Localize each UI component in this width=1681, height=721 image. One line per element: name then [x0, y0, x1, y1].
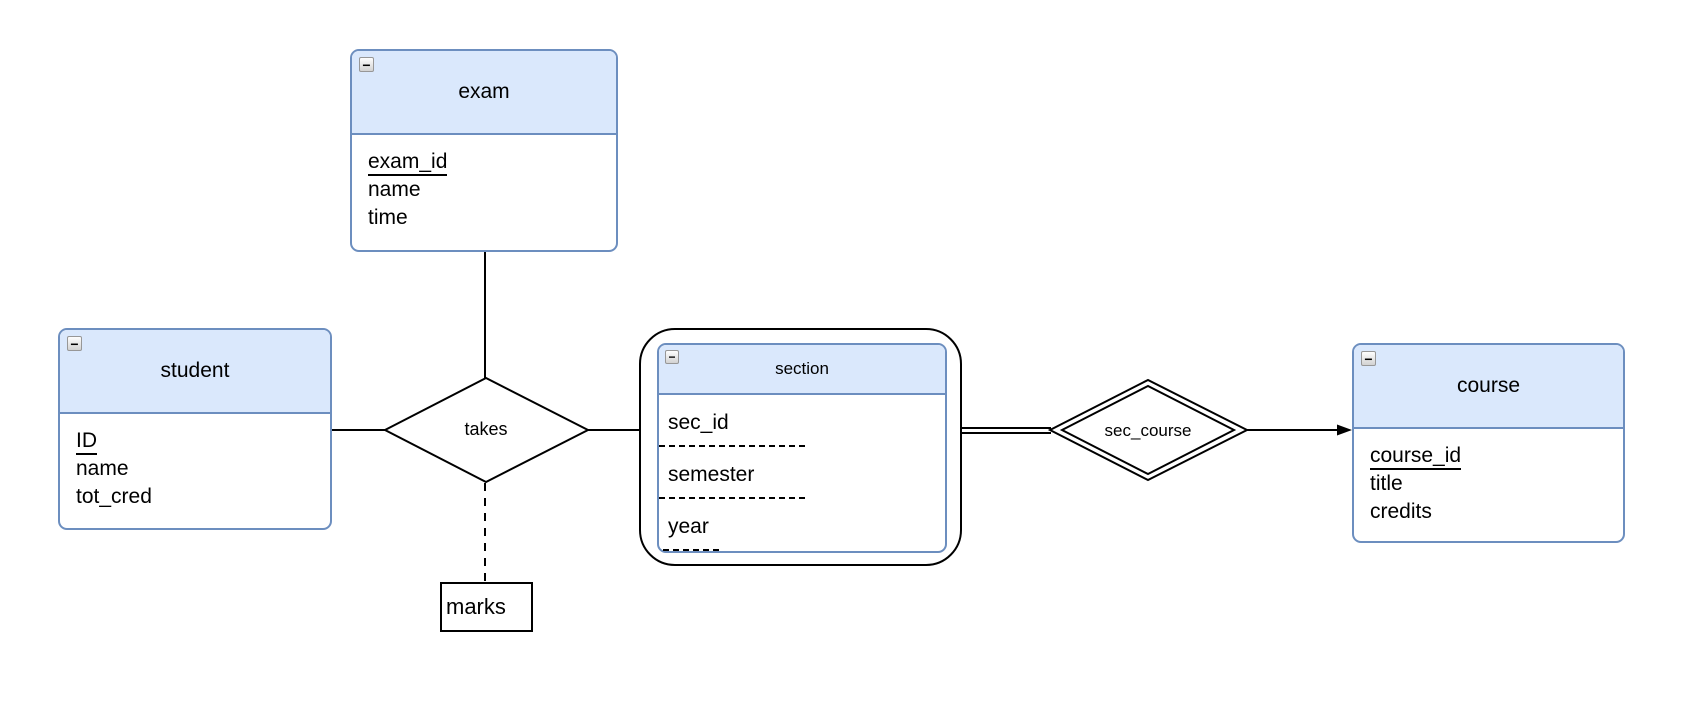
- entity-exam[interactable]: − exam exam_id name time: [350, 49, 618, 252]
- collapse-minus-icon[interactable]: −: [1361, 351, 1376, 366]
- entity-section-title: section: [775, 359, 829, 378]
- partial-key-dash: [659, 445, 805, 447]
- entity-student[interactable]: − student ID name tot_cred: [58, 328, 332, 530]
- attribute-student-tot-cred: tot_cred: [76, 485, 152, 508]
- entity-section-header: − section: [659, 345, 945, 395]
- arrowhead-icon: [1337, 424, 1352, 436]
- attribute-student-id: ID: [76, 429, 97, 455]
- attribute-node-marks-label: marks: [446, 594, 506, 619]
- entity-exam-body: exam_id name time: [352, 135, 616, 232]
- entity-student-body: ID name tot_cred: [60, 414, 330, 511]
- relationship-takes-diamond[interactable]: [382, 376, 591, 484]
- entity-section[interactable]: − section sec_id semester year: [657, 343, 947, 553]
- attribute-section-sec-id: sec_id: [668, 411, 729, 434]
- entity-course-body: course_id title credits: [1354, 429, 1623, 526]
- collapse-minus-icon[interactable]: −: [665, 350, 679, 364]
- attribute-course-credits: credits: [1370, 500, 1432, 523]
- attribute-exam-name: name: [368, 178, 421, 201]
- attribute-node-marks[interactable]: marks: [440, 582, 533, 632]
- entity-course-title: course: [1456, 374, 1521, 397]
- attribute-course-title: title: [1370, 472, 1403, 495]
- partial-key-dash: [663, 549, 719, 551]
- attribute-section-year: year: [668, 515, 709, 538]
- entity-student-header: − student: [60, 330, 330, 414]
- attribute-student-name: name: [76, 457, 129, 480]
- entity-section-body: sec_id semester year: [659, 395, 945, 551]
- attribute-course-id: course_id: [1370, 444, 1462, 470]
- attribute-exam-id: exam_id: [368, 150, 448, 176]
- collapse-minus-icon[interactable]: −: [67, 336, 82, 351]
- entity-exam-header: − exam: [352, 51, 616, 135]
- entity-student-title: student: [160, 359, 230, 382]
- attribute-exam-time: time: [368, 206, 408, 229]
- relationship-takes-label: takes: [464, 419, 508, 439]
- entity-course-header: − course: [1354, 345, 1623, 429]
- entity-exam-title: exam: [458, 80, 510, 103]
- relationship-sec-course-diamond-inner: [1059, 384, 1237, 476]
- attribute-section-semester: semester: [668, 463, 755, 486]
- entity-course[interactable]: − course course_id title credits: [1352, 343, 1625, 543]
- relationship-sec-course-label: sec_course: [1104, 421, 1192, 440]
- collapse-minus-icon[interactable]: −: [359, 57, 374, 72]
- partial-key-dash: [659, 497, 805, 499]
